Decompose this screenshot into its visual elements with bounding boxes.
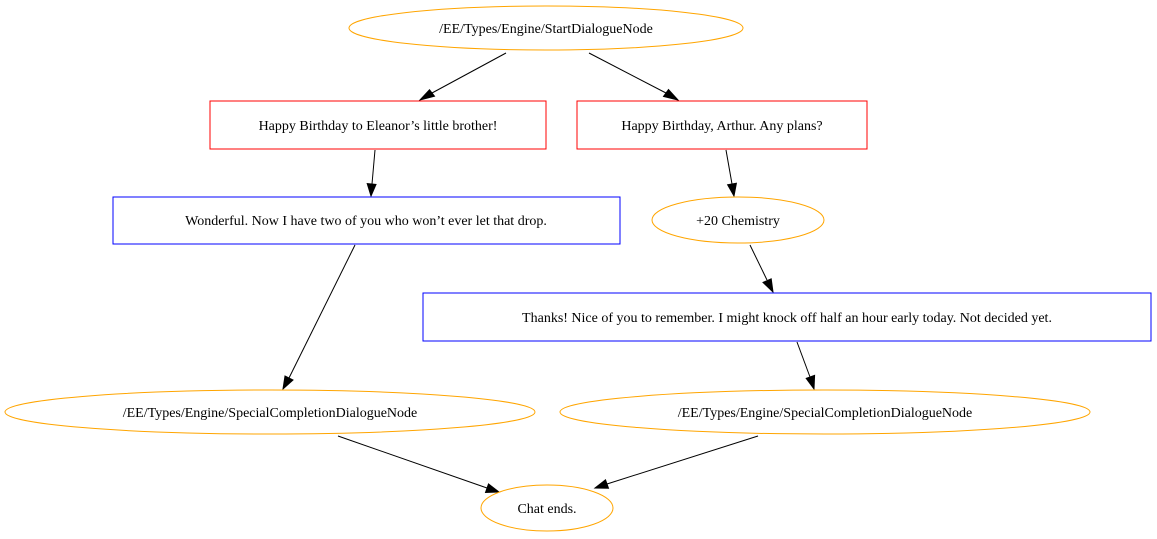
player-option-2-label: Happy Birthday, Arthur. Any plans? <box>621 119 822 134</box>
chat-ends-ellipse <box>480 484 614 532</box>
player-option-2-node: Happy Birthday, Arthur. Any plans? <box>576 100 868 150</box>
edge-npc-reply-2-to-completion-2 <box>796 341 816 391</box>
nodes: /EE/Types/Engine/StartDialogueNode Happy… <box>4 5 1152 532</box>
npc-reply-1-node: Wonderful. Now I have two of you who won… <box>112 196 621 245</box>
edge-npc-reply-1-to-completion-1 <box>282 244 356 391</box>
completion-2-label: /EE/Types/Engine/SpecialCompletionDialog… <box>678 406 973 421</box>
start-node-ellipse <box>348 5 744 51</box>
chat-ends-label: Chat ends. <box>517 502 576 517</box>
chemistry-bonus-ellipse <box>651 196 825 244</box>
edge-player-option-1-to-npc-reply-1 <box>366 149 377 198</box>
edge-start-to-player-option-1 <box>418 52 507 101</box>
edges <box>282 52 816 494</box>
chat-ends-node: Chat ends. <box>480 484 614 532</box>
npc-reply-1-label: Wonderful. Now I have two of you who won… <box>185 214 547 229</box>
completion-2-node: /EE/Types/Engine/SpecialCompletionDialog… <box>559 389 1091 435</box>
player-option-1-box <box>209 100 547 150</box>
npc-reply-2-label: Thanks! Nice of you to remember. I might… <box>522 311 1052 326</box>
edge-completion-2-to-chat-ends <box>593 435 759 489</box>
player-option-1-label: Happy Birthday to Eleanor’s little broth… <box>259 119 498 134</box>
npc-reply-2-box <box>422 292 1152 342</box>
edge-chemistry-bonus-to-npc-reply-2 <box>749 244 774 294</box>
chemistry-bonus-node: +20 Chemistry <box>651 196 825 244</box>
player-option-2-box <box>576 100 868 150</box>
edge-player-option-2-to-chemistry-bonus <box>725 149 738 198</box>
completion-1-node: /EE/Types/Engine/SpecialCompletionDialog… <box>4 389 536 435</box>
completion-2-ellipse <box>559 389 1091 435</box>
completion-1-label: /EE/Types/Engine/SpecialCompletionDialog… <box>123 406 418 421</box>
edge-completion-1-to-chat-ends <box>337 435 501 494</box>
edge-start-to-player-option-2 <box>588 52 680 101</box>
completion-1-ellipse <box>4 389 536 435</box>
chemistry-bonus-label: +20 Chemistry <box>696 214 780 229</box>
player-option-1-node: Happy Birthday to Eleanor’s little broth… <box>209 100 547 150</box>
npc-reply-1-box <box>112 196 621 245</box>
start-dialogue-node: /EE/Types/Engine/StartDialogueNode <box>348 5 744 51</box>
start-node-label: /EE/Types/Engine/StartDialogueNode <box>439 22 653 37</box>
npc-reply-2-node: Thanks! Nice of you to remember. I might… <box>422 292 1152 342</box>
